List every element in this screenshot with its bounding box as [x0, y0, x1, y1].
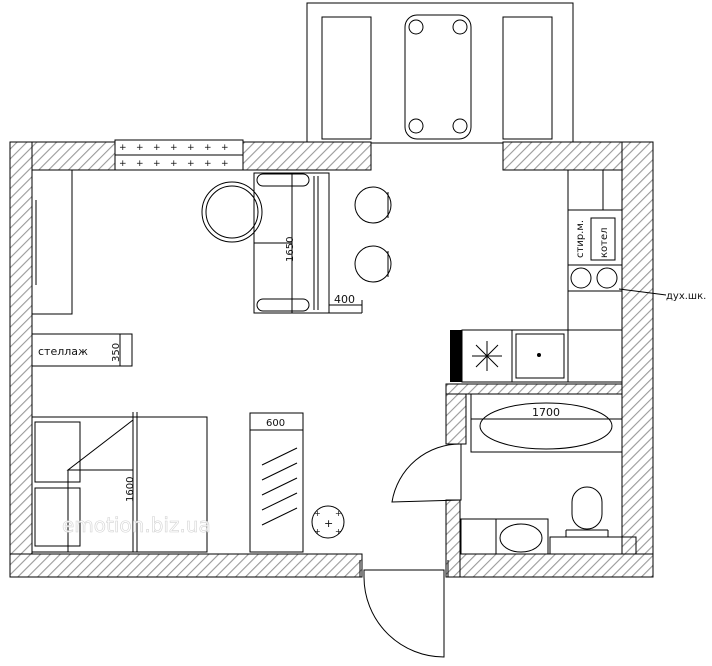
- countertop: [567, 329, 623, 383]
- kitchen-cabinet: [567, 169, 623, 211]
- sofa: 1650: [253, 172, 330, 314]
- oven-label: дух.шк.: [666, 291, 706, 302]
- burner: [596, 267, 618, 289]
- sill-cross-mark: +: [187, 159, 195, 169]
- balcony-table-seat: [408, 118, 424, 134]
- balcony-table-seat: [452, 118, 468, 134]
- washbasin: [495, 518, 549, 555]
- shelving-depth-label: 350: [111, 343, 122, 362]
- wardrobe-depth-label: 600: [266, 418, 285, 429]
- fridge-side-panel: [450, 330, 462, 382]
- wardrobe-outline: [249, 412, 304, 553]
- sill-cross-mark: +: [170, 143, 178, 153]
- shelving-label: стеллаж: [38, 345, 88, 358]
- sill-cross-mark: +: [136, 159, 144, 169]
- sill-cross-mark: +: [136, 143, 144, 153]
- toilet: [571, 486, 603, 530]
- sill-cross-mark: +: [221, 159, 229, 169]
- doors: [363, 443, 462, 658]
- wall-top-mid: [242, 141, 372, 171]
- bed-outline: [31, 416, 208, 553]
- window-sill: + + + + + + + + + + + + + +: [114, 139, 244, 171]
- wardrobe: 600: [249, 412, 304, 553]
- sill-cross-mark: +: [153, 143, 161, 153]
- sill-cross-mark: +: [119, 143, 127, 153]
- wall-cabinet: [31, 169, 73, 315]
- kitchen: стир.м. котел дух.шк.: [450, 169, 706, 383]
- toilet-base: [549, 536, 637, 555]
- svg-text:+: +: [314, 509, 321, 518]
- boiler-label: котел: [599, 227, 610, 258]
- bar-stool: [354, 186, 392, 224]
- pillow: [34, 421, 81, 483]
- balcony-table-seat: [408, 19, 424, 35]
- wall-bath-top: [445, 383, 623, 395]
- svg-text:+: +: [335, 527, 342, 536]
- walls: [9, 141, 654, 578]
- sill-cross-mark: +: [204, 143, 212, 153]
- sill-cross-mark: +: [187, 143, 195, 153]
- sill-cross-mark: +: [204, 159, 212, 169]
- pillow: [34, 487, 81, 547]
- drain: [537, 353, 541, 357]
- bathroom: 1700: [460, 393, 637, 555]
- round-table: [201, 181, 263, 243]
- countertop: [567, 290, 623, 331]
- bathroom-door: [391, 443, 462, 503]
- entrance-door: [363, 569, 445, 658]
- wall-bottom-right: [445, 553, 654, 578]
- sofa-offset-label: 400: [334, 293, 355, 306]
- shelving-unit: [31, 333, 133, 367]
- burner: [570, 267, 592, 289]
- bar-stool: [354, 245, 392, 283]
- sofa-length-label: 1650: [285, 237, 296, 262]
- sink: [511, 329, 569, 383]
- balcony-outline: [306, 2, 574, 144]
- wall-left: [9, 141, 33, 578]
- svg-text:+: +: [324, 517, 333, 530]
- wall-bottom-left: [9, 553, 363, 578]
- sill-cross-mark: +: [221, 143, 229, 153]
- bath-cabinet: [460, 518, 497, 555]
- boiler: [590, 217, 616, 261]
- sill-cross-mark: +: [119, 159, 127, 169]
- balcony-table-seat: [452, 19, 468, 35]
- balcony-chair-right: [502, 16, 553, 140]
- living-area: стеллаж 350 1650 400: [31, 169, 392, 553]
- sill-cross-mark: +: [153, 159, 161, 169]
- watermark: emotion.biz.ua: [62, 513, 211, 537]
- bed: 1600: [31, 412, 208, 553]
- svg-text:+: +: [314, 527, 321, 536]
- washer-label: стир.м.: [575, 220, 586, 258]
- sill-cross-mark: +: [170, 159, 178, 169]
- floor-lamp: + + + + +: [311, 505, 345, 539]
- bathtub: [470, 393, 623, 453]
- svg-text:+: +: [335, 509, 342, 518]
- balcony: [306, 2, 574, 144]
- bathtub-length-label: 1700: [532, 406, 560, 419]
- balcony-table: [404, 14, 472, 140]
- bed-length-label: 1600: [125, 477, 136, 502]
- wall-right: [621, 141, 654, 578]
- floor-lamp-outline: [311, 505, 345, 539]
- balcony-chair-left: [321, 16, 372, 140]
